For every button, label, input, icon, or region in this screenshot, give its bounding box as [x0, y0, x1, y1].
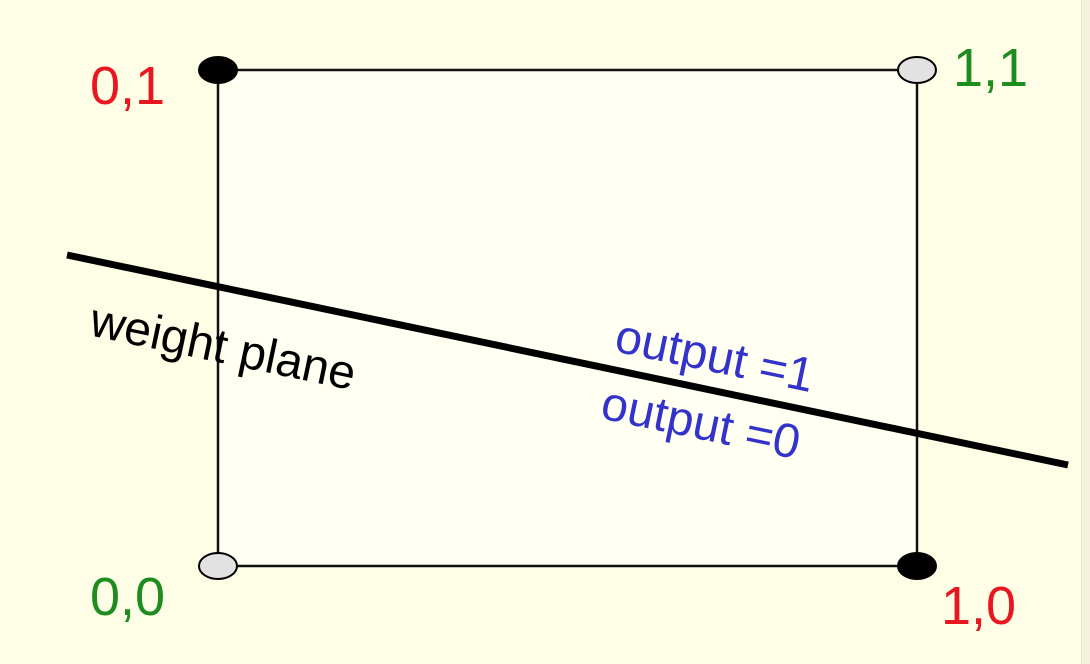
weight-plane-line	[66, 251, 1069, 469]
point-0-1	[198, 56, 238, 84]
point-1-0	[897, 552, 937, 580]
label-0-1: 0,1	[90, 56, 165, 116]
label-1-0: 1,0	[941, 576, 1016, 636]
window-edge	[1081, 0, 1090, 664]
unit-square	[216, 68, 919, 568]
point-0-0	[198, 552, 238, 580]
label-0-0: 0,0	[90, 567, 165, 627]
point-1-1	[897, 56, 937, 84]
label-1-1: 1,1	[953, 38, 1028, 98]
